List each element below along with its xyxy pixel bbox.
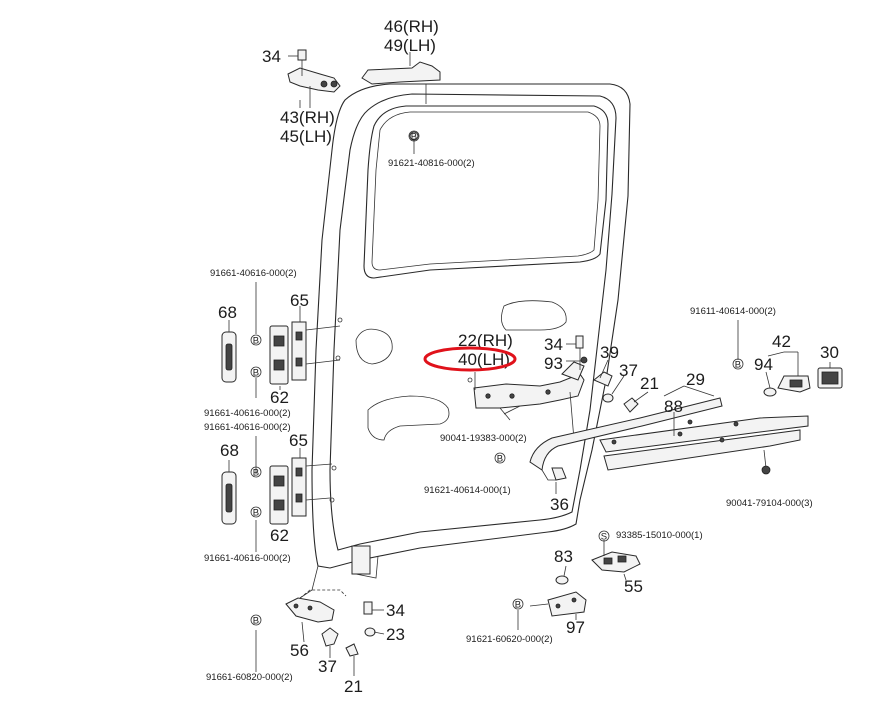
note-90041-79104: 90041-79104-000(3)	[726, 498, 813, 509]
note-91661-upper-a: 91661-40616-000(2)	[210, 268, 297, 279]
label-21-bottom: 21	[344, 677, 363, 696]
bolt-marker-5: B	[250, 506, 262, 518]
svg-text:B: B	[515, 599, 521, 610]
bolt-34-center	[575, 335, 584, 349]
part-55-group	[591, 540, 641, 581]
label-22: 22(RH)	[458, 331, 513, 350]
bolt-marker-1: B	[408, 130, 420, 142]
bolt-marker-4: B	[250, 466, 262, 478]
left-strikers-lower	[221, 436, 333, 552]
bolt-marker-7: B	[732, 358, 744, 370]
label-23: 23	[386, 625, 405, 644]
right-parts	[737, 320, 843, 397]
screw-marker: S	[598, 530, 610, 542]
track-rails	[529, 385, 809, 494]
label-30: 30	[820, 343, 839, 362]
label-45: 45(LH)	[280, 127, 332, 146]
note-91661-lower-a: 91661-40616-000(2)	[204, 422, 291, 433]
bolt-markers: B B B B B B B B B S	[250, 130, 744, 626]
svg-text:S: S	[601, 531, 607, 542]
note-91661-60820: 91661-60820-000(2)	[206, 672, 293, 683]
note-91621-60620: 91621-60620-000(2)	[466, 634, 553, 645]
bolt-34-top	[297, 49, 307, 61]
label-65-upper: 65	[290, 291, 309, 310]
note-91661-upper-b: 91661-40616-000(2)	[204, 408, 291, 419]
label-37-center: 37	[619, 361, 638, 380]
cap-83	[555, 575, 569, 585]
label-21-center: 21	[640, 374, 659, 393]
center-hinge-group	[473, 335, 649, 441]
bottom-center-parts	[517, 565, 587, 630]
label-94: 94	[754, 355, 773, 374]
note-91611-40614: 91611-40614-000(2)	[690, 306, 776, 317]
plate-65-upper	[291, 321, 307, 381]
label-83: 83	[554, 547, 573, 566]
label-93: 93	[544, 354, 563, 373]
label-34-center: 34	[544, 335, 563, 354]
hinge-bracket-43	[287, 67, 341, 93]
bolt-marker-6: B	[494, 452, 506, 464]
label-42: 42	[772, 332, 791, 351]
bottom-hinge-group	[255, 589, 385, 676]
svg-text:B: B	[253, 367, 259, 378]
top-hinge-group	[287, 49, 441, 154]
svg-text:B: B	[253, 615, 259, 626]
label-34-top: 34	[262, 47, 281, 66]
label-36: 36	[550, 495, 569, 514]
bolt-marker-9: B	[250, 614, 262, 626]
upper-rail-46	[361, 61, 441, 85]
bracket-97	[547, 591, 587, 617]
note-91661-lower-b: 91661-40616-000(2)	[204, 553, 291, 564]
hinge-22-40	[473, 373, 585, 409]
label-68-lower: 68	[220, 441, 239, 460]
label-43: 43(RH)	[280, 108, 335, 127]
plate-65-lower	[291, 457, 307, 517]
svg-text:B: B	[497, 453, 503, 464]
svg-text:B: B	[253, 335, 259, 346]
striker-62-lower	[269, 465, 289, 525]
svg-text:B: B	[253, 467, 259, 478]
part-55	[591, 551, 641, 573]
part-94	[763, 387, 777, 397]
note-93385-15010: 93385-15010-000(1)	[616, 530, 703, 541]
note-91621-40614: 91621-40614-000(1)	[424, 485, 511, 496]
label-37-bottom: 37	[318, 657, 337, 676]
label-88: 88	[664, 397, 683, 416]
bolt-marker-2: B	[250, 334, 262, 346]
bolt-marker-3: B	[250, 366, 262, 378]
label-55: 55	[624, 577, 643, 596]
label-65-lower: 65	[289, 431, 308, 450]
svg-text:B: B	[735, 359, 741, 370]
label-97: 97	[566, 618, 585, 637]
svg-text:B: B	[411, 131, 417, 142]
label-29: 29	[686, 370, 705, 389]
striker-62-upper	[269, 325, 289, 385]
label-39: 39	[600, 343, 619, 362]
left-strikers-upper	[221, 282, 341, 398]
label-40: 40(LH)	[458, 350, 510, 369]
bolt-marker-8: B	[512, 598, 524, 610]
highlight-ellipse	[423, 346, 517, 372]
callout-labels: 46(RH) 49(LH) 34 43(RH) 45(LH) 91621-408…	[204, 17, 839, 696]
label-49: 49(LH)	[384, 36, 436, 55]
label-46: 46(RH)	[384, 17, 439, 36]
label-34-bottom: 34	[386, 601, 405, 620]
svg-text:B: B	[253, 507, 259, 518]
rail-88	[599, 415, 809, 453]
label-62-lower: 62	[270, 526, 289, 545]
note-90041-19383: 90041-19383-000(2)	[440, 433, 527, 444]
label-68-upper: 68	[218, 303, 237, 322]
label-62-upper: 62	[270, 388, 289, 407]
bolt-34-bottom	[363, 601, 373, 615]
note-91621-40816: 91621-40816-000(2)	[388, 158, 475, 169]
label-56: 56	[290, 641, 309, 660]
door-panel	[299, 83, 631, 599]
